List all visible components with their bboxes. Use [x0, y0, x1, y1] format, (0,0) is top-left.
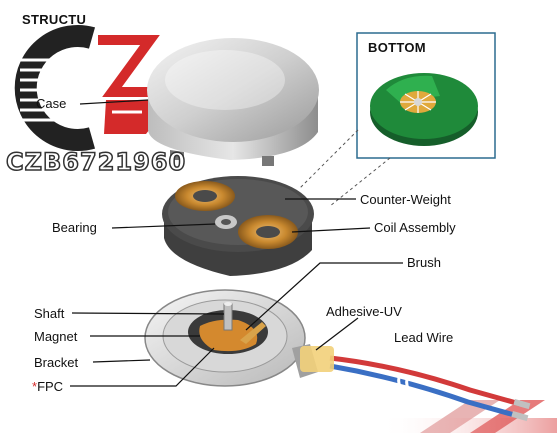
bottom-view-label: BOTTOM: [368, 40, 426, 55]
watermark-logo: [14, 25, 160, 151]
magnet-label: Magnet: [34, 329, 78, 344]
bracket-label: Bracket: [34, 355, 79, 370]
leader-lines: [70, 99, 403, 387]
adhesive-uv-part: [300, 346, 334, 372]
projection-line-2: [329, 157, 391, 207]
fpc-part: [199, 319, 258, 352]
bearing-label: Bearing: [52, 220, 97, 235]
fpc-asterisk: *: [32, 379, 38, 394]
fpc-text: FPC: [37, 379, 64, 394]
brush-part: [240, 322, 266, 344]
watermark-stripes: [380, 400, 557, 433]
case-label: Case: [36, 96, 67, 111]
adhesive-uv-label: Adhesive-UV: [326, 304, 402, 319]
brush-label: Brush: [407, 255, 441, 270]
watermark-text: CZB6721960: [5, 147, 187, 177]
shaft-label: Shaft: [34, 306, 65, 321]
rotor-assembly: [162, 176, 314, 276]
bottom-inset: [356, 32, 496, 159]
shaft-part: [223, 303, 233, 331]
counter-weight-label: Counter-Weight: [360, 192, 451, 207]
lead-wires: [300, 346, 531, 422]
lead-wire-label: Lead Wire: [394, 330, 454, 345]
title-label: STRUCTU: [22, 12, 87, 27]
projection-line-1: [299, 129, 359, 189]
bracket-base: [144, 289, 318, 387]
coil-assembly-label: Coil Assembly: [374, 220, 456, 235]
fpc-label: *FPC: [32, 379, 63, 394]
case-cover: [147, 38, 319, 166]
